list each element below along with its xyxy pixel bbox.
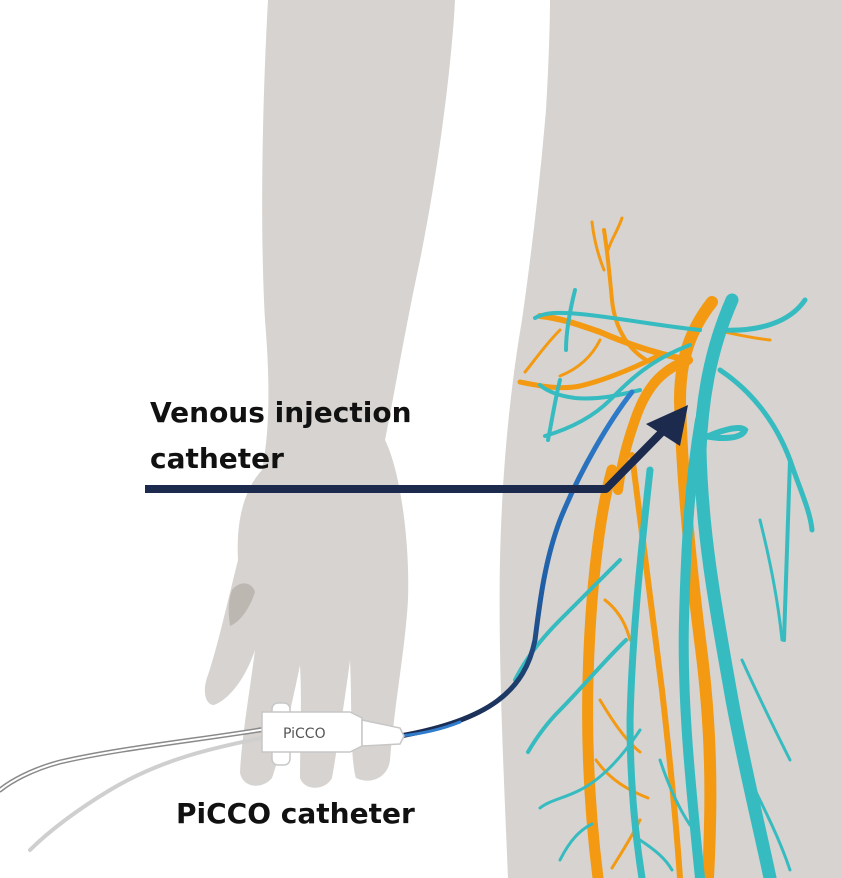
venous-label-line-1: Venous injection [150,396,412,429]
pointer-arrow-icon [145,405,688,493]
venous-label-line-2: catheter [150,442,284,475]
picco-connector: PiCCO [261,702,405,766]
picco-catheter-label: PiCCO catheter [176,797,415,830]
arm-silhouette [204,0,455,788]
catheter-tip-segment [398,720,462,738]
venous-injection-catheter-label: Venous injection catheter [150,390,412,482]
picco-device-label: PiCCO [283,726,326,742]
veins [513,288,815,878]
venous-catheter-line [397,389,635,739]
thumb-shadow [228,583,255,626]
picco-cables [0,725,275,852]
